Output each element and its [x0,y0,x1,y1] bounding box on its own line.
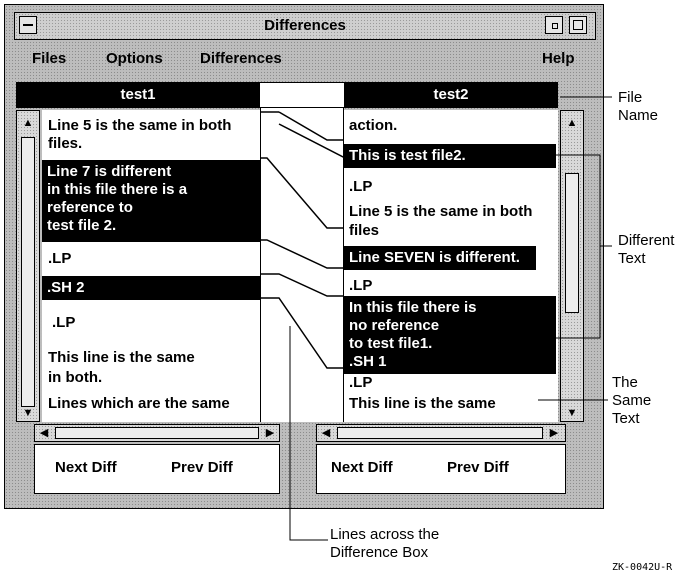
callout-text: Text [618,250,646,267]
right-file-name: test2 [344,82,558,108]
scroll-down-icon[interactable]: ▼ [566,407,578,419]
same-text-callout: The Same Text [612,374,651,428]
left-file-name: test1 [16,82,260,108]
right-line: .LP [349,374,373,391]
right-text-pane[interactable]: action. This is test file2. .LP Line 5 i… [344,110,558,422]
diff-line [261,157,345,229]
left-diff-block-2: .SH 2 [42,276,260,300]
left-line: This line is the same [48,349,195,366]
window-title: Differences [264,17,346,34]
callout-text: Difference Box [330,544,429,561]
callout-text: File [618,89,643,106]
menu-options[interactable]: Options [106,50,163,67]
scroll-up-icon[interactable]: ▲ [566,117,578,129]
left-button-box: Next Diff Prev Diff [34,444,280,494]
left-line: Lines which are the same [48,395,230,412]
right-diff-line: In this file there is [349,299,477,316]
left-vertical-scrollbar[interactable]: ▲ ▼ [16,110,40,422]
right-scroll-thumb[interactable] [565,173,579,313]
callout-text: Same [612,392,652,409]
left-next-diff-button[interactable]: Next Diff [55,459,117,476]
right-diff-line: .SH 1 [349,353,387,370]
lines-across-leader [289,326,328,541]
window-menu-icon [23,24,33,26]
lines-across-callout: Lines across the Difference Box [330,526,439,562]
left-diff-block-1: Line 7 is different in this file there i… [42,160,260,242]
right-line: .LP [349,277,373,294]
left-line: Line 5 is the same in both [48,117,232,134]
left-diff-line: in this file there is a [47,181,188,198]
scroll-up-icon[interactable]: ▲ [22,117,34,129]
left-diff-line: Line 7 is different [47,163,172,180]
right-vertical-scrollbar[interactable]: ▲ ▼ [560,110,584,422]
difference-box [260,108,345,422]
callout-text: Lines across the [330,526,440,543]
callout-text: Text [612,410,640,427]
left-prev-diff-button[interactable]: Prev Diff [171,459,233,476]
diff-line [261,239,345,269]
left-text-pane[interactable]: Line 5 is the same in both files. Line 7… [42,110,260,422]
right-button-box: Next Diff Prev Diff [316,444,566,494]
difference-box-header [260,82,344,108]
left-diff-line: test file 2. [47,217,117,234]
left-scroll-thumb[interactable] [21,137,35,407]
maximize-icon [573,20,583,30]
menu-files[interactable]: Files [32,50,67,67]
left-horizontal-scrollbar[interactable]: ◀ ▶ [34,424,280,442]
left-hscroll-thumb[interactable] [55,427,259,439]
right-diff-block-3: In this file there is no reference to te… [344,296,556,374]
callout-text: Name [618,107,659,124]
menu-help[interactable]: Help [542,50,575,67]
right-next-diff-button[interactable]: Next Diff [331,459,393,476]
scroll-left-icon[interactable]: ◀ [39,427,49,439]
right-line: This line is the same [349,395,496,412]
right-diff-block-1: This is test file2. [344,144,556,168]
diff-line [278,111,345,141]
right-diff-line: to test file1. [349,335,433,352]
title-bar[interactable]: Differences [14,12,596,40]
figure-id: ZK-0042U-R [612,562,673,573]
right-line: action. [349,117,398,134]
right-line: Line 5 is the same in both [349,203,533,220]
right-line: files [349,222,380,239]
scroll-left-icon[interactable]: ◀ [321,427,331,439]
left-line: .LP [52,314,76,331]
window-menu-button[interactable] [19,16,37,34]
scroll-right-icon[interactable]: ▶ [549,427,559,439]
left-diff-line: reference to [47,199,133,216]
minimize-icon [552,23,558,29]
different-text-callout: Different Text [618,232,674,268]
right-diff-line: no reference [349,317,440,334]
different-text-leader [530,154,601,339]
file-name-callout: File Name [618,89,658,125]
diff-line [261,273,345,297]
callout-text: The [612,374,638,391]
callout-text: Different [618,232,675,249]
menu-bar: Files Options Differences Help [14,42,594,80]
minimize-button[interactable] [545,16,563,34]
difference-lines [261,111,345,369]
right-horizontal-scrollbar[interactable]: ◀ ▶ [316,424,566,442]
left-line: .LP [48,250,72,267]
menu-differences[interactable]: Differences [200,50,282,67]
right-hscroll-thumb[interactable] [337,427,543,439]
left-line: files. [48,135,83,152]
diff-line [278,123,345,159]
right-diff-block-2: Line SEVEN is different. [344,246,536,270]
maximize-button[interactable] [569,16,587,34]
right-line: .LP [349,178,373,195]
diff-line [261,297,345,369]
left-line: in both. [48,369,103,386]
scroll-right-icon[interactable]: ▶ [265,427,275,439]
scroll-down-icon[interactable]: ▼ [22,407,34,419]
right-prev-diff-button[interactable]: Prev Diff [447,459,509,476]
